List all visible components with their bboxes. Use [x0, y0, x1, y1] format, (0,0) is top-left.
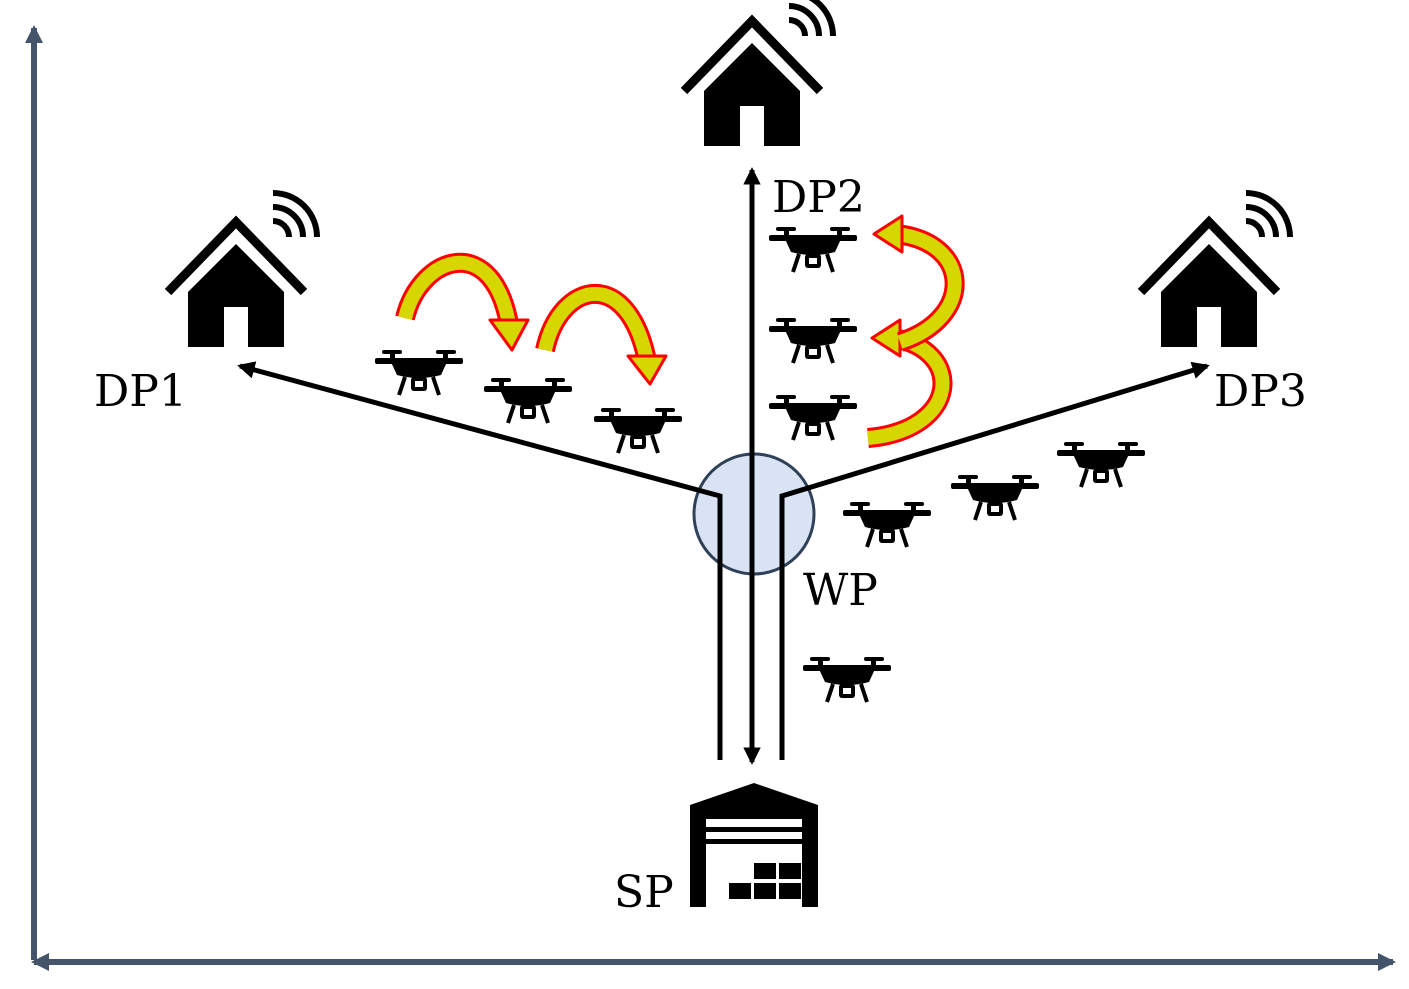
label-dp3: DP3 — [1214, 366, 1307, 417]
drone-icon — [482, 376, 574, 425]
curved-arrow-icon — [395, 252, 530, 352]
curved-arrow-icon — [535, 283, 668, 386]
house-wifi-icon — [168, 193, 317, 347]
drone-icon — [801, 655, 893, 704]
drone-icon — [373, 348, 465, 397]
label-dp2: DP2 — [772, 172, 865, 223]
curved-arrow-icon — [872, 214, 965, 352]
drone-icon — [841, 500, 933, 549]
route-to-dp1 — [237, 361, 723, 760]
label-sp: SP — [614, 867, 674, 918]
axes — [25, 25, 1396, 971]
drone-icon — [767, 393, 859, 442]
drone-icon — [767, 225, 859, 274]
routes — [237, 167, 1210, 765]
drone-icon — [1055, 440, 1147, 489]
label-dp1: DP1 — [94, 366, 187, 417]
swap-arrows — [395, 214, 965, 448]
warehouse-icon — [690, 783, 818, 907]
route-to-dp3 — [779, 361, 1210, 760]
house-wifi-icon — [1141, 193, 1290, 347]
drone-icon — [767, 316, 859, 365]
house-wifi-icon — [684, 0, 833, 146]
label-wp: WP — [803, 565, 878, 616]
drone-icon — [592, 406, 684, 455]
drone-icon — [949, 473, 1041, 522]
